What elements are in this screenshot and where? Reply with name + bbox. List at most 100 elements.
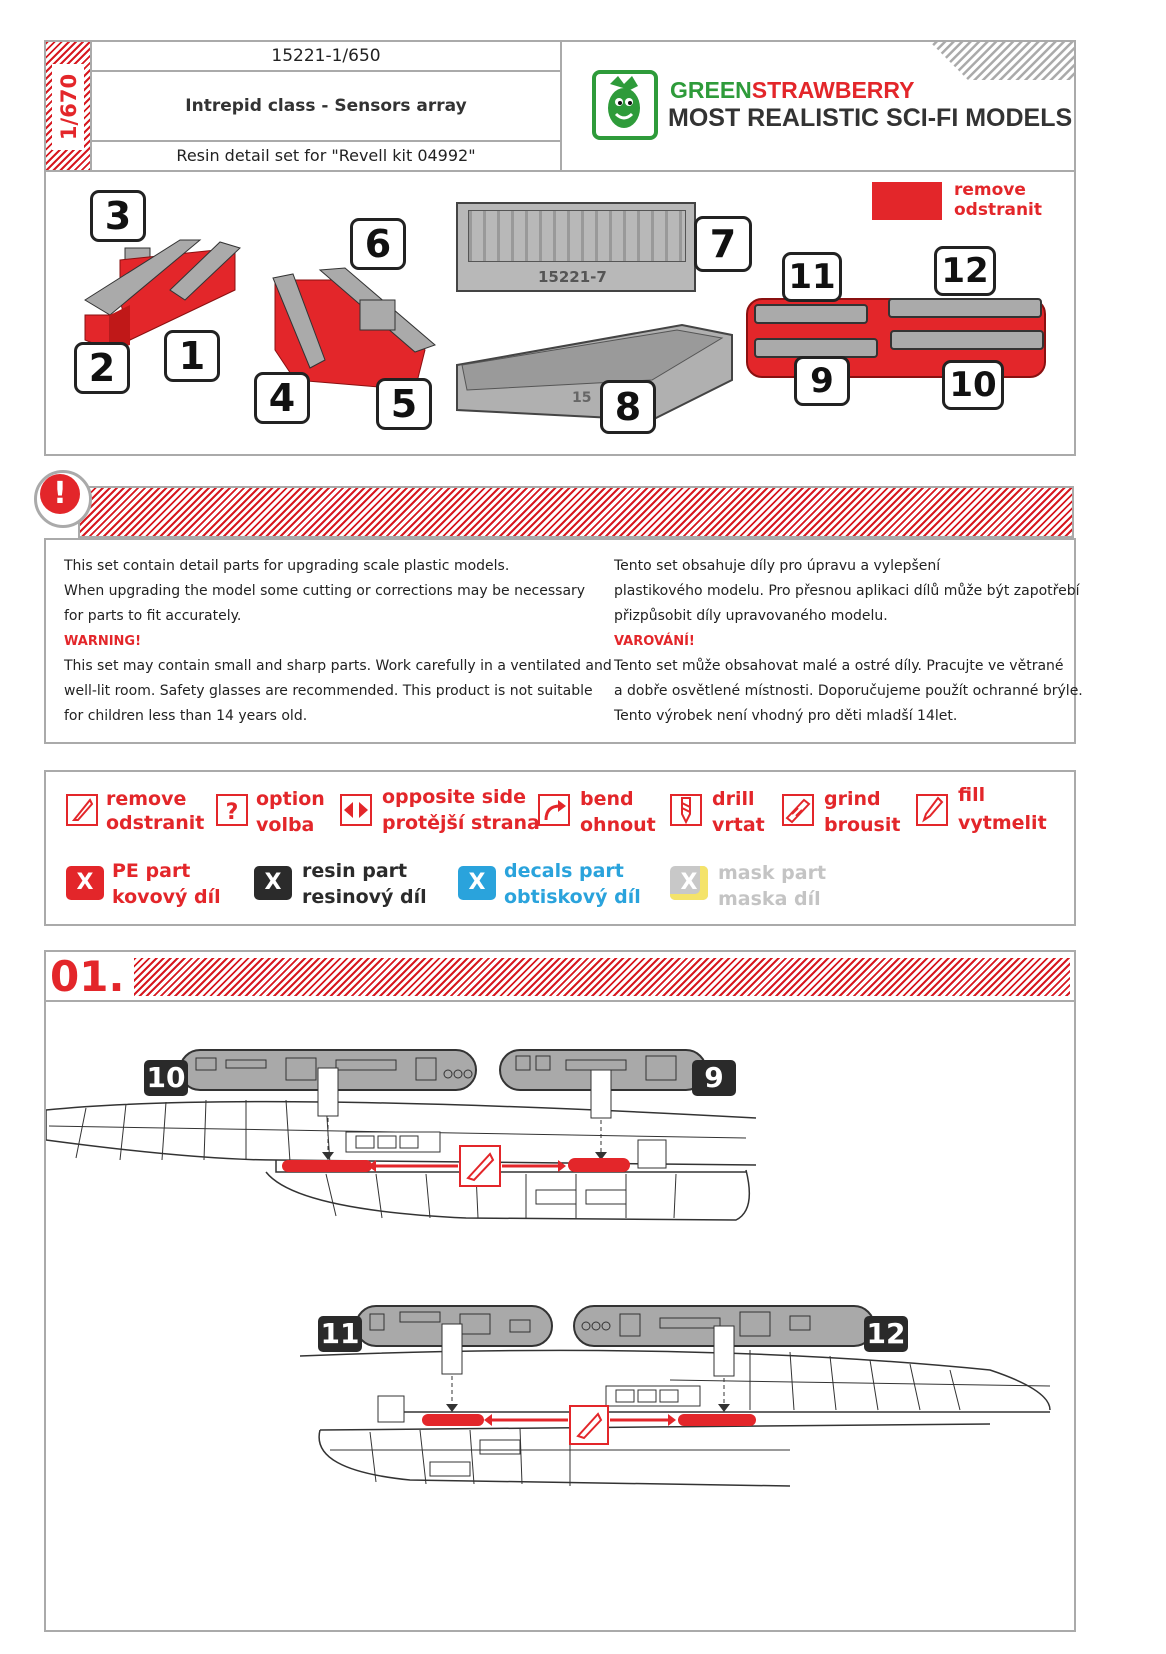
cz-warning-heading: VAROVÁNÍ! <box>614 634 695 649</box>
cz-intro-line-3: přizpůsobit díly upravovaného modelu. <box>614 608 888 624</box>
scale-label-box <box>52 64 84 150</box>
legend-pe-en: PE part <box>112 860 191 882</box>
part-10-strip <box>890 330 1044 350</box>
part-12-strip <box>888 298 1042 318</box>
scale-label: 1/670 <box>57 73 81 141</box>
step-header-line <box>44 1000 1076 1002</box>
part-label-8: 8 <box>600 380 656 434</box>
part-label-2: 2 <box>74 342 130 394</box>
legend-opposite-en: opposite side <box>382 786 527 808</box>
part-label-4: 4 <box>254 372 310 424</box>
part-label-12: 12 <box>934 246 996 296</box>
en-body-line-1: This set may contain small and sharp par… <box>64 658 612 674</box>
opposite-side-icon <box>340 794 372 826</box>
bend-icon <box>538 794 570 826</box>
part-7-drawing: 15221-7 <box>456 202 696 292</box>
header-vline-2 <box>560 42 562 170</box>
legend-fill-cz: vytmelit <box>958 812 1047 834</box>
cz-body-line-1: Tento set může obsahovat malé a ostré dí… <box>614 658 1064 674</box>
question-icon: ? <box>216 794 248 826</box>
legend-bend-cz: ohnout <box>580 814 656 836</box>
legend-mask-cz: maska díl <box>718 888 821 910</box>
step-part-label-12: 12 <box>864 1316 908 1352</box>
strawberry-mascot-icon <box>608 76 640 128</box>
step-number: 01. <box>50 952 125 1001</box>
header-hline-2 <box>90 140 562 142</box>
en-body-line-2: well-lit room. Safety glasses are recomm… <box>64 683 593 699</box>
legend-resin-cz: resinový díl <box>302 886 427 908</box>
product-code: 15221-1/650 <box>271 46 381 66</box>
warning-en: This set contain detail parts for upgrad… <box>64 554 612 729</box>
warning-header-hatch <box>78 486 1074 538</box>
knife-icon <box>66 794 98 826</box>
legend-fill-en: fill <box>958 784 986 806</box>
en-intro-line-3: for parts to fit accurately. <box>64 608 242 624</box>
brand-name-red: STRAWBERRY <box>751 77 915 103</box>
ship-lower-diagram <box>299 1305 1051 1487</box>
part-label-9: 9 <box>794 356 850 406</box>
step-part-label-11: 11 <box>318 1316 362 1352</box>
exclamation-icon: ! <box>40 474 80 514</box>
header-frame <box>44 40 1076 456</box>
header-vline <box>90 42 92 170</box>
remove-label-en: remove <box>954 180 1026 200</box>
svg-text:15: 15 <box>572 390 591 406</box>
brand-name-green: GREEN <box>670 77 752 103</box>
part-label-3: 3 <box>90 190 146 242</box>
brand-logo <box>592 70 658 140</box>
part-11-strip <box>754 304 868 324</box>
remove-label-cz: odstranit <box>954 200 1043 220</box>
legend-bend-en: bend <box>580 788 634 810</box>
part-label-1: 1 <box>164 330 220 382</box>
legend-remove-en: remove <box>106 788 187 810</box>
part-9-strip <box>754 338 878 358</box>
part-label-6: 6 <box>350 218 406 270</box>
header-hline-1 <box>90 70 562 72</box>
remove-swatch <box>872 182 942 220</box>
step-01-frame <box>44 950 1076 1632</box>
step-header-hatch <box>134 958 1070 996</box>
decals-part-mark: X <box>458 866 496 900</box>
parts-4-5-6-drawing <box>272 267 436 391</box>
pe-part-mark: X <box>66 866 104 900</box>
legend-box <box>44 770 1076 926</box>
drill-icon <box>670 794 702 826</box>
svg-text:?: ? <box>226 800 239 825</box>
brand-name: GREENSTRAWBERRY <box>670 76 915 104</box>
legend-option-en: option <box>256 788 325 810</box>
cz-intro-line-1: Tento set obsahuje díly pro úpravu a vyl… <box>614 558 941 574</box>
mask-part-mark: X <box>670 866 708 900</box>
grind-icon <box>782 794 814 826</box>
legend-mask-en: mask part <box>718 862 827 884</box>
en-intro-line-1: This set contain detail parts for upgrad… <box>64 558 510 574</box>
legend-decals-en: decals part <box>504 860 624 882</box>
legend-resin-en: resin part <box>302 860 408 882</box>
legend-option-cz: volba <box>256 814 315 836</box>
part-label-11: 11 <box>782 252 842 302</box>
en-body-line-3: for children less than 14 years old. <box>64 708 308 724</box>
step-part-label-10: 10 <box>144 1060 188 1096</box>
legend-grind-en: grind <box>824 788 881 810</box>
legend-remove-cz: odstranit <box>106 812 205 834</box>
legend-grind-cz: brousit <box>824 814 901 836</box>
cz-body-line-2: a dobře osvětlené místnosti. Doporučujem… <box>614 683 1083 699</box>
legend-opposite-cz: protější strana <box>382 812 540 834</box>
legend-pe-cz: kovový díl <box>112 886 221 908</box>
product-name: Intrepid class - Sensors array <box>185 96 467 116</box>
en-warning-heading: WARNING! <box>64 634 142 649</box>
part-label-7: 7 <box>694 216 752 272</box>
fill-icon <box>916 794 948 826</box>
en-intro-line-2: When upgrading the model some cutting or… <box>64 583 586 599</box>
brand-tagline: MOST REALISTIC SCI-FI MODELS <box>668 104 1073 132</box>
part-label-10: 10 <box>942 360 1004 410</box>
part-7-engraving: 15221-7 <box>538 268 607 286</box>
corner-hatch <box>928 40 1076 80</box>
header-hline-3 <box>44 170 1076 172</box>
step-part-label-9: 9 <box>692 1060 736 1096</box>
resin-part-mark: X <box>254 866 292 900</box>
product-subtitle: Resin detail set for "Revell kit 04992" <box>176 146 476 165</box>
warning-text-box <box>44 538 1076 744</box>
legend-drill-en: drill <box>712 788 755 810</box>
cz-body-line-3: Tento výrobek není vhodný pro děti mladš… <box>614 708 958 724</box>
warning-cz: Tento set obsahuje díly pro úpravu a vyl… <box>614 554 1083 729</box>
